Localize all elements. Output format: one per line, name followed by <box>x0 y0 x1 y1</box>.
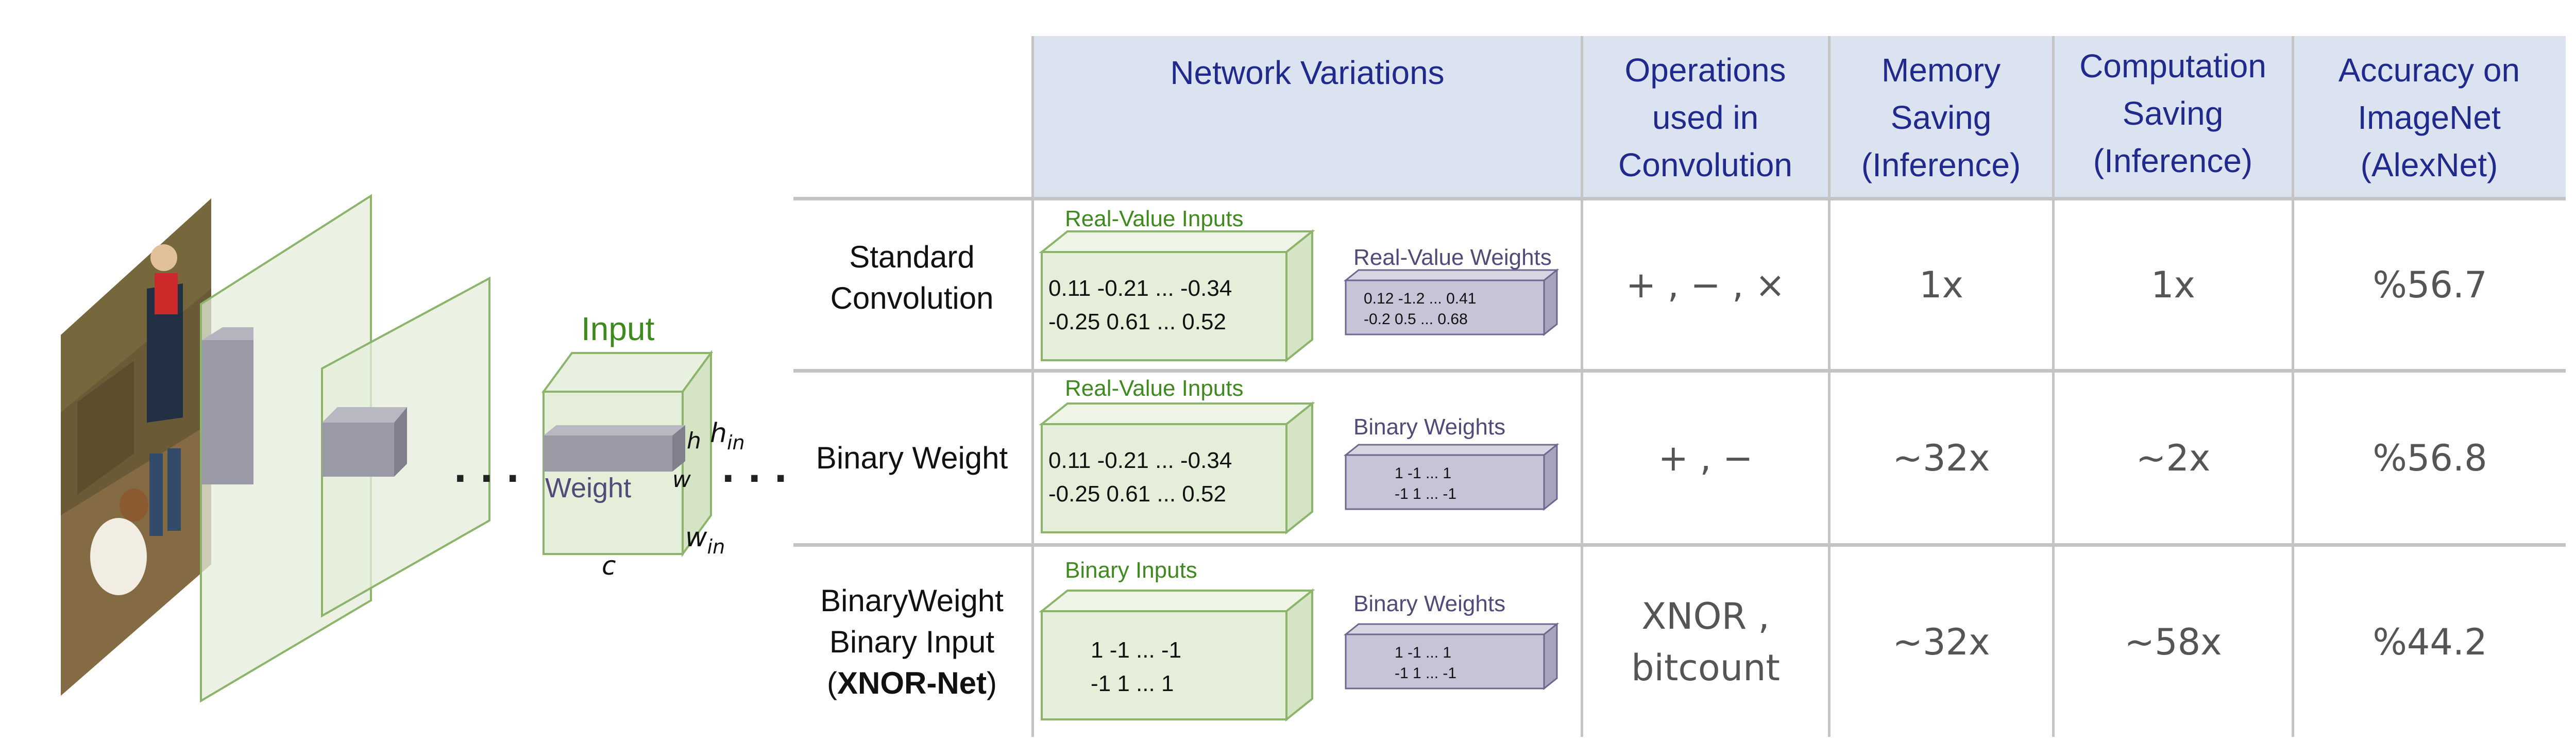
header-operations: Operations used in Convolution <box>1618 51 1792 183</box>
ops-standard: + , − , × <box>1625 263 1786 306</box>
header-network-variations: Network Variations <box>1170 54 1445 91</box>
weight-values-line2-binary-weight: -1 1 ... -1 <box>1395 485 1456 502</box>
input-label: Input <box>581 310 655 347</box>
dim-c-label: c <box>602 551 616 581</box>
kernel-block-1 <box>202 340 253 484</box>
row-label-xnor-line2: Binary Input <box>829 624 995 659</box>
weight-box-label-standard: Real-Value Weights <box>1353 245 1552 270</box>
row-label-standard-convolution: Standard Convolution <box>830 240 994 315</box>
input-values-line1-standard: 0.11 -0.21 ... -0.34 <box>1048 276 1232 301</box>
header-background <box>1033 36 2566 198</box>
header-memory-saving: Memory Saving (Inference) <box>1861 51 2021 183</box>
ops-xnor: XNOR , bitcount <box>1631 595 1780 689</box>
computation-standard: 1x <box>2151 263 2195 306</box>
kernel-block-2 <box>322 423 394 477</box>
weight-values-line2-standard: -0.2 0.5 ... 0.68 <box>1364 311 1468 328</box>
row-label-xnor-net: BinaryWeight Binary Input (XNOR-Net) <box>793 547 1030 737</box>
row-label-xnor-line3: (XNOR-Net) <box>827 665 997 700</box>
row-label-xnor-line1: BinaryWeight <box>820 583 1004 618</box>
memory-xnor: ~32x <box>1892 620 1990 663</box>
variation-graphic-binary-weight: Real-Value Inputs 0.11 -0.21 ... -0.34 -… <box>1039 376 1560 535</box>
variation-graphic-standard: Real-Value Inputs 0.11 -0.21 ... -0.34 -… <box>1039 206 1560 363</box>
accuracy-xnor: %44.2 <box>2372 620 2487 663</box>
input-photo <box>61 198 211 696</box>
ellipsis-right: . . . <box>721 448 788 491</box>
memory-standard: 1x <box>1919 263 1963 306</box>
variation-graphic-xnor: Binary Inputs 1 -1 ... -1 -1 1 ... 1 Bin… <box>1039 558 1560 722</box>
input-cube <box>541 349 713 558</box>
dim-w-label: w <box>672 466 691 493</box>
header-accuracy: Accuracy on ImageNet (AlexNet) <box>2338 51 2520 183</box>
grid-vline-1 <box>1031 36 1034 737</box>
weight-box-label-xnor: Binary Weights <box>1353 591 1505 616</box>
weight-values-line2-xnor: -1 1 ... -1 <box>1395 665 1456 682</box>
header-computation-saving: Computation Saving (Inference) <box>2079 47 2266 179</box>
input-values-line1-binary-weight: 0.11 -0.21 ... -0.34 <box>1048 448 1232 473</box>
memory-binary-weight: ~32x <box>1892 436 1990 479</box>
computation-xnor: ~58x <box>2124 620 2222 663</box>
grid-vline-3 <box>1828 36 1831 737</box>
input-values-line2-binary-weight: -0.25 0.61 ... 0.52 <box>1048 481 1226 507</box>
cnn-layers-illustration: . . . Input Weight h w c hin win . . . <box>61 194 788 703</box>
input-values-line2-standard: -0.25 0.61 ... 0.52 <box>1048 309 1226 334</box>
row-label-binary-weight: Binary Weight <box>816 440 1008 475</box>
grid-vline-5 <box>2292 36 2294 737</box>
computation-binary-weight: ~2x <box>2136 436 2211 479</box>
grid-hline-2 <box>793 369 2566 373</box>
grid-vline-2 <box>1581 36 1583 737</box>
grid-hline-3 <box>793 543 2566 547</box>
input-box-label-binary-weight: Real-Value Inputs <box>1065 376 1244 401</box>
weight-slab <box>544 435 672 472</box>
ops-binary-weight: + , − <box>1658 436 1753 479</box>
grid-vline-4 <box>2052 36 2055 737</box>
weight-values-line1-xnor: 1 -1 ... 1 <box>1395 644 1451 661</box>
grid-hline-1 <box>793 197 2566 200</box>
input-values-line1-xnor: 1 -1 ... -1 <box>1091 637 1181 663</box>
weight-label: Weight <box>545 473 631 503</box>
input-box-label-standard: Real-Value Inputs <box>1065 206 1244 231</box>
feature-layer-2 <box>321 276 490 618</box>
weight-box-label-binary-weight: Binary Weights <box>1353 414 1505 440</box>
weight-values-line1-standard: 0.12 -1.2 ... 0.41 <box>1364 290 1476 307</box>
accuracy-binary-weight: %56.8 <box>2372 436 2487 479</box>
accuracy-standard: %56.7 <box>2372 263 2487 306</box>
input-box-label-xnor: Binary Inputs <box>1065 558 1197 583</box>
weight-values-line1-binary-weight: 1 -1 ... 1 <box>1395 465 1451 482</box>
comparison-table: Network Variations Operations used in Co… <box>793 36 2566 737</box>
dim-hin-label: hin <box>710 418 745 454</box>
dim-win-label: win <box>685 522 725 558</box>
dim-h-label: h <box>687 428 701 454</box>
ellipsis-left: . . . <box>453 448 520 491</box>
input-values-line2-xnor: -1 1 ... 1 <box>1091 671 1174 696</box>
